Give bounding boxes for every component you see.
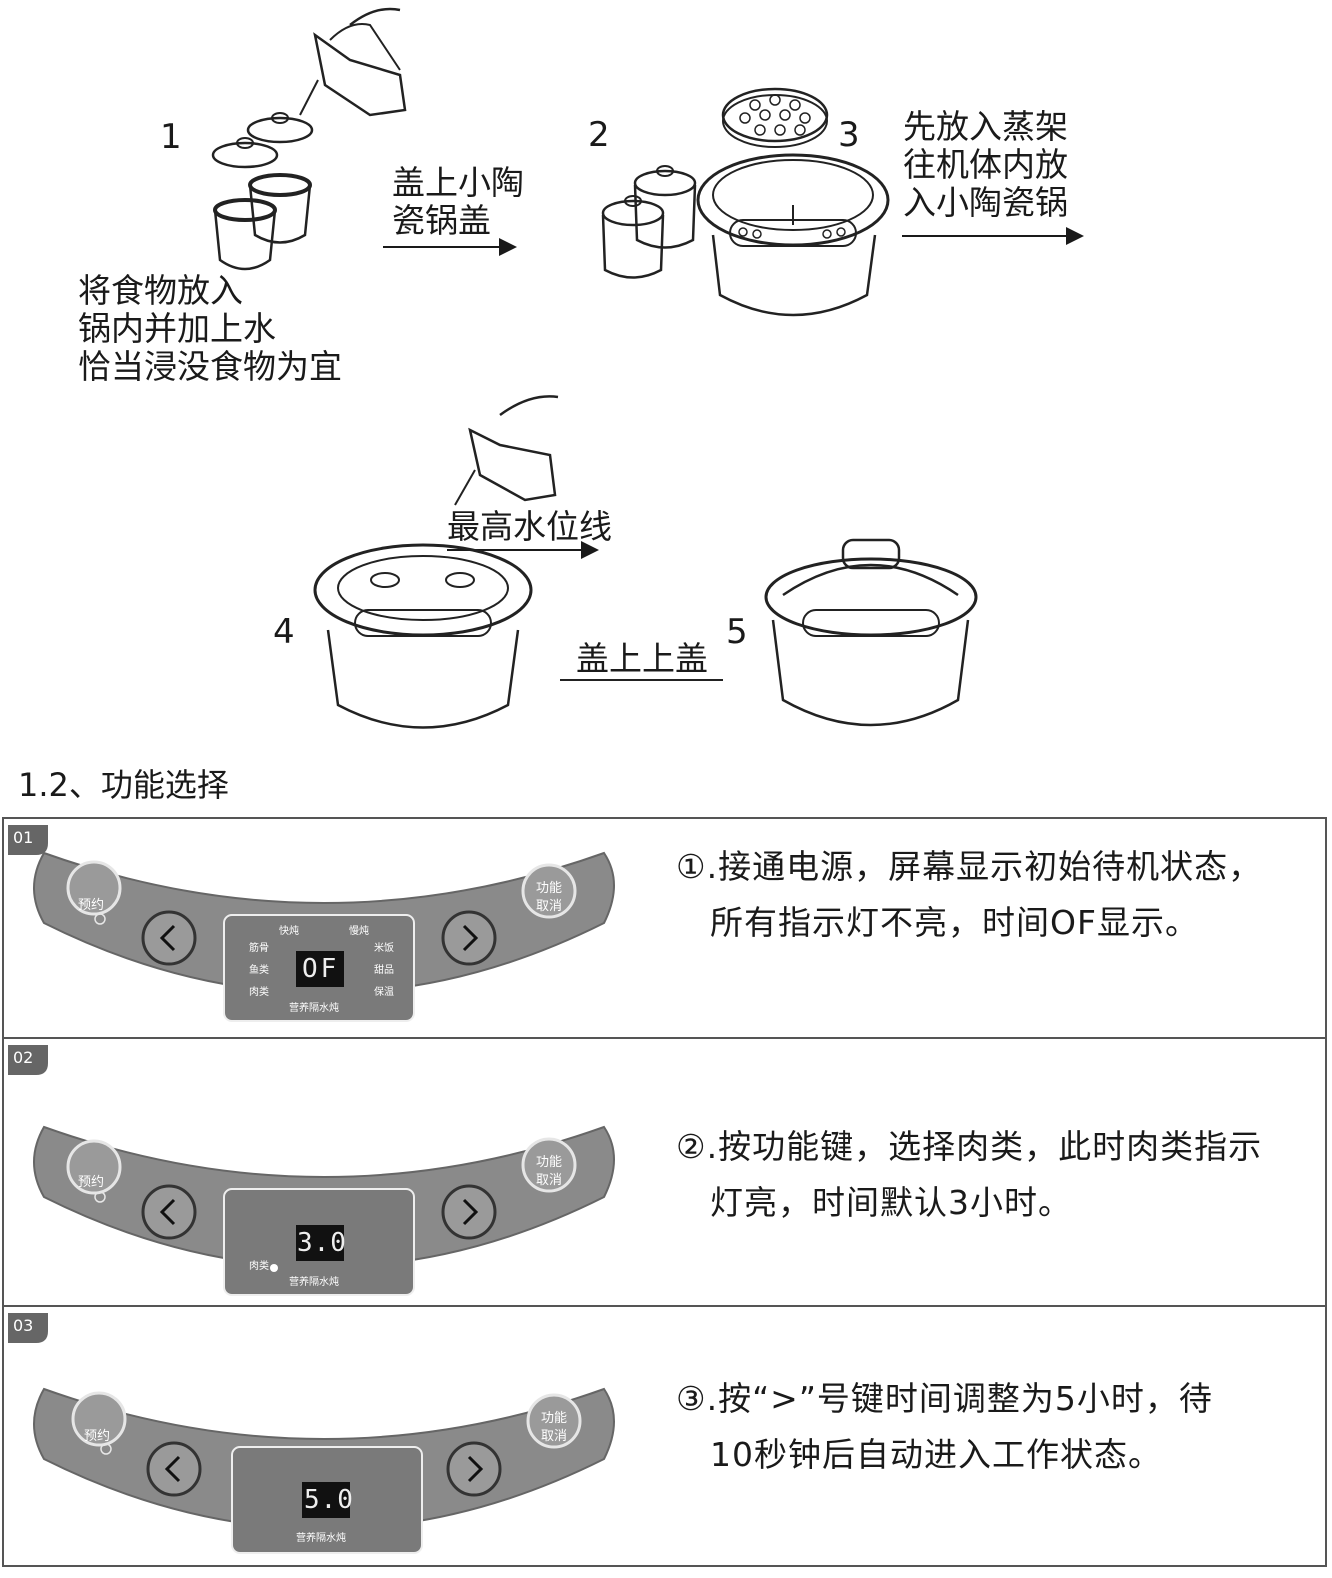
panel-display: 3.0 (297, 1228, 347, 1258)
water-line-caption: 最高水位线 (447, 507, 612, 546)
left-button (141, 910, 197, 966)
reserve-label[interactable]: 预约 (84, 1429, 111, 1444)
cover-underline (560, 679, 723, 681)
water-line-arrow (447, 541, 599, 559)
func-label[interactable]: 功能 (541, 1411, 568, 1426)
cancel-label[interactable]: 取消 (541, 1429, 568, 1444)
cover-caption: 盖上上盖 (576, 639, 708, 678)
step4-illustration (310, 540, 540, 744)
right-button (441, 910, 497, 966)
lid-arrow (383, 238, 517, 256)
control-panel-2 (33, 1125, 615, 1296)
row-description-2: ②.按功能键，选择肉类，此时肉类指示 灯亮，时间默认3小时。 (676, 1127, 1263, 1222)
reserve-button (66, 860, 122, 916)
step3-caption: 先放入蒸架 往机体内放 入小陶瓷锅 (903, 107, 1068, 222)
row-description-3: ③.按“>”号键时间调整为5小时，待 10秒钟后自动进入工作状态。 (676, 1379, 1213, 1474)
brand-label: 营养隔水炖 (289, 1277, 339, 1288)
pour-water-illustration (440, 385, 570, 514)
cancel-label[interactable]: 取消 (536, 899, 563, 914)
tendon-label: 筋骨 (249, 943, 269, 954)
step2-number: 2 (588, 115, 610, 155)
func-label[interactable]: 功能 (536, 1155, 563, 1170)
step1-illustration (200, 0, 420, 284)
step5-illustration (758, 535, 988, 744)
warm-label: 保温 (374, 987, 394, 998)
cooker-with-rack-illustration (601, 87, 890, 317)
step1-caption: 将食物放入 锅内并加上水 恰当浸没食物为宜 (78, 271, 342, 386)
meat-label: 肉类 (249, 1261, 269, 1272)
function-row-2: 02 3.0 预约 功能 取消 肉类 营养隔水炖 ②.按功能键，选择肉类，此时肉… (2, 1037, 1327, 1307)
reserve-label[interactable]: 预约 (78, 1175, 105, 1190)
panel-display: OF (302, 954, 340, 984)
control-panel-1 (33, 851, 615, 1022)
rice-label: 米饭 (374, 943, 394, 954)
lid-caption: 盖上小陶 瓷锅盖 (392, 163, 524, 240)
brand-label: 营养隔水炖 (289, 1003, 339, 1014)
step4-number: 4 (273, 612, 295, 652)
step5-number: 5 (726, 612, 748, 652)
meat-label: 肉类 (249, 987, 269, 998)
row-tag-2: 02 (8, 1045, 48, 1075)
control-panel-3 (33, 1387, 615, 1554)
pot-and-pitcher-illustration (211, 7, 407, 271)
brand-label: 营养隔水炖 (296, 1533, 346, 1544)
fish-label: 鱼类 (249, 965, 269, 976)
panel-display: 5.0 (304, 1485, 354, 1515)
function-row-3: 03 5.0 预约 功能 取消 营养隔水炖 ③.按“>”号键时间调整为5小时，待… (2, 1305, 1327, 1567)
row-description-1: ①.接通电源，屏幕显示初始待机状态， 所有指示灯不亮，时间OF显示。 (676, 847, 1263, 942)
cancel-label[interactable]: 取消 (536, 1173, 563, 1188)
dessert-label: 甜品 (374, 965, 394, 976)
fast-label: 快炖 (279, 926, 299, 937)
function-cancel-button (521, 863, 577, 919)
reserve-label[interactable]: 预约 (78, 898, 105, 913)
step3-number: 3 (838, 115, 860, 155)
function-row-1: 01 OF 预约 功能 取消 快炖 慢炖 筋骨 鱼类 肉类 米饭 甜品 保温 营… (2, 817, 1327, 1039)
slow-label: 慢炖 (349, 926, 369, 937)
step1-number: 1 (160, 117, 182, 157)
step3-arrow (902, 227, 1084, 245)
section-title: 1.2、功能选择 (18, 766, 229, 804)
step2-illustration (595, 85, 895, 334)
row-tag-3: 03 (8, 1313, 48, 1343)
func-label[interactable]: 功能 (536, 881, 563, 896)
row-tag-1: 01 (8, 825, 48, 855)
